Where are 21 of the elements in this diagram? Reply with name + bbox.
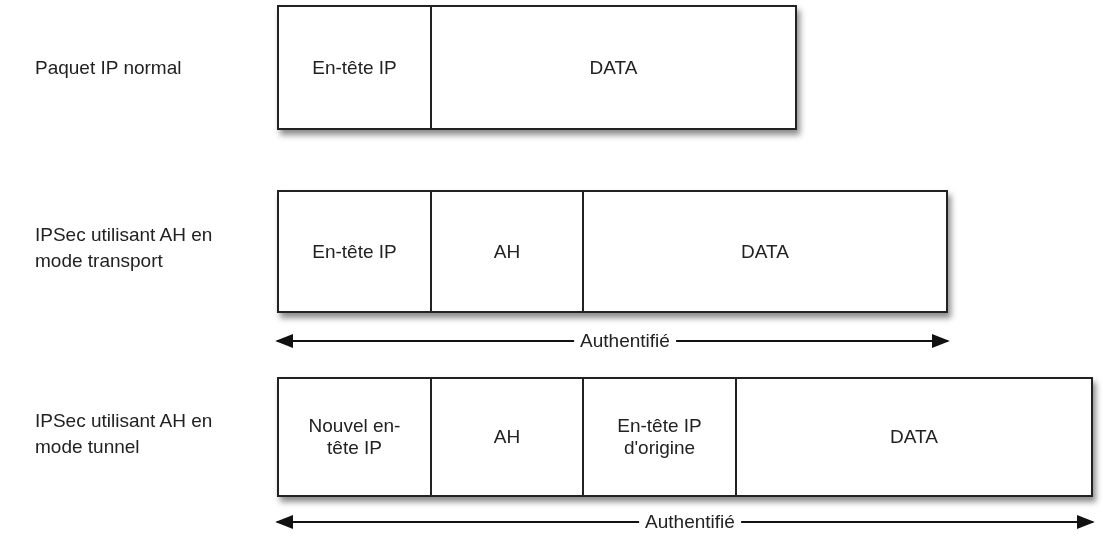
- field-label: En-tête IP: [312, 56, 397, 79]
- field-label: DATA: [589, 56, 638, 79]
- field-label: DATA: [890, 426, 938, 448]
- packet-field: [277, 5, 432, 130]
- packet-field: [277, 377, 432, 497]
- row-label: IPSec utilisant AH en mode tunnel: [35, 409, 214, 459]
- packet-field: [582, 377, 737, 497]
- field-label: En-tête IP d'origine: [616, 415, 703, 459]
- field-label: AH: [493, 426, 521, 448]
- row-label: IPSec utilisant AH en mode transport: [35, 223, 214, 273]
- packet-field: [430, 190, 584, 313]
- field-label: En-tête IP: [312, 240, 397, 263]
- field-label: Nouvel en-tête IP: [307, 415, 402, 459]
- packet-field: [582, 190, 948, 313]
- packet-field: [277, 190, 432, 313]
- packet-field: [430, 377, 584, 497]
- field-label: AH: [493, 240, 521, 263]
- row-label: Paquet IP normal: [35, 56, 183, 80]
- packet-field: [430, 5, 797, 130]
- packet-field: [735, 377, 1093, 497]
- field-label: DATA: [741, 240, 789, 263]
